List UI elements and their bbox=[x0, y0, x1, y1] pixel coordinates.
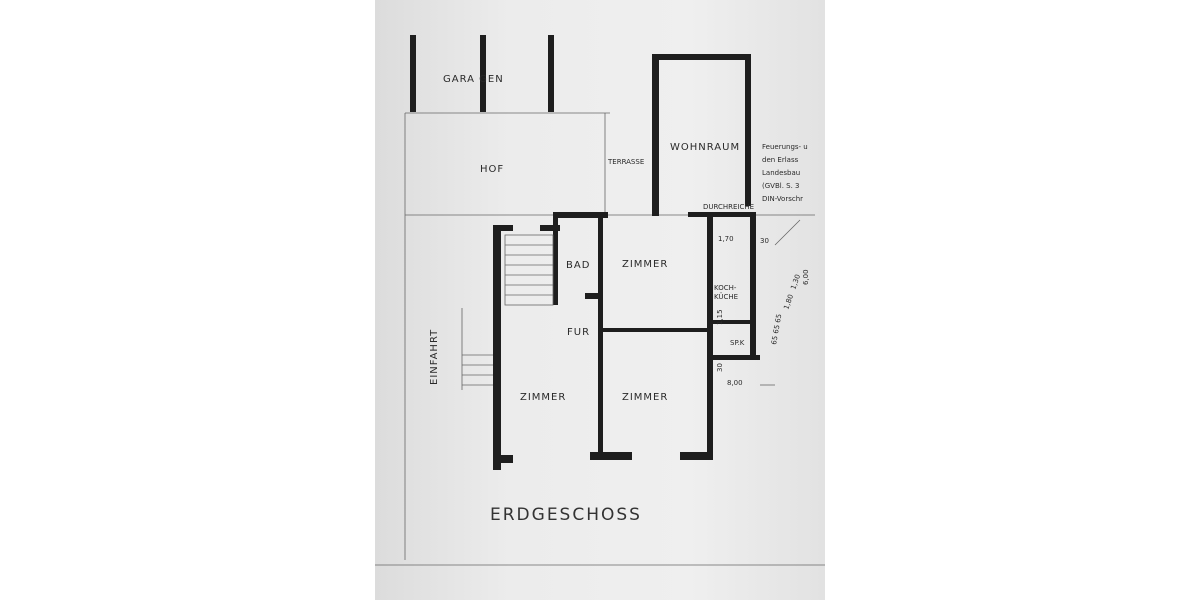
stairs bbox=[461, 234, 554, 390]
svg-text:1,70: 1,70 bbox=[718, 235, 734, 243]
label-zimmer-top: ZIMMER bbox=[622, 259, 668, 270]
note-text: Feuerungs- u den Erlass Landesbau (GVBl.… bbox=[762, 143, 808, 203]
svg-text:Landesbau: Landesbau bbox=[762, 169, 800, 177]
label-wohnraum: WOHNRAUM bbox=[670, 142, 740, 153]
plan-title: ERDGESCHOSS bbox=[490, 505, 642, 525]
label-garagen: GARA GEN bbox=[443, 74, 504, 85]
label-zimmer-left: ZIMMER bbox=[520, 392, 566, 403]
label-durchreiche: DURCHREICHE bbox=[703, 203, 754, 211]
svg-text:30: 30 bbox=[716, 363, 724, 372]
dimensions: 1,70 30 30 8,00 6,00 1,15 1,30 1,80 65 6… bbox=[716, 219, 810, 387]
label-koch: KOCH- bbox=[714, 284, 737, 292]
svg-text:1,15: 1,15 bbox=[716, 309, 724, 325]
label-hof: HOF bbox=[480, 164, 504, 175]
svg-text:den Erlass: den Erlass bbox=[762, 156, 799, 164]
svg-text:65 65 65: 65 65 65 bbox=[770, 313, 783, 345]
label-terrasse: TERRASSE bbox=[607, 158, 644, 166]
svg-text:6,00: 6,00 bbox=[802, 269, 810, 285]
label-zimmer-right: ZIMMER bbox=[622, 392, 668, 403]
label-kueche: KÜCHE bbox=[714, 292, 738, 301]
svg-text:1,80: 1,80 bbox=[782, 293, 795, 310]
svg-text:1,30: 1,30 bbox=[789, 273, 802, 290]
label-bad: BAD bbox=[566, 260, 590, 271]
svg-text:DIN-Vorschr: DIN-Vorschr bbox=[762, 195, 803, 203]
label-speisekammer: SP.K bbox=[730, 339, 745, 347]
label-einfahrt: EINFAHRT bbox=[429, 329, 440, 385]
walls bbox=[410, 35, 760, 470]
svg-text:(GVBl. S. 3: (GVBl. S. 3 bbox=[762, 182, 800, 190]
label-flur: FUR bbox=[567, 327, 590, 338]
svg-text:30: 30 bbox=[760, 237, 769, 245]
svg-text:Feuerungs- u: Feuerungs- u bbox=[762, 143, 808, 151]
svg-text:8,00: 8,00 bbox=[727, 379, 743, 387]
